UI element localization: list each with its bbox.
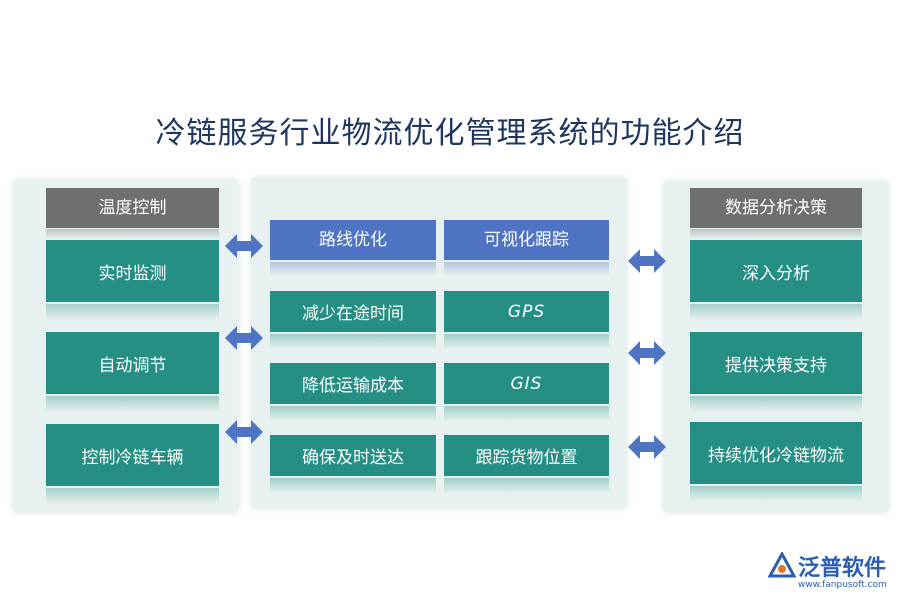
- left-item-1: 实时监测: [46, 240, 219, 302]
- left-item-1-reflection: [46, 304, 219, 320]
- middle-col1-item-2-reflection: [270, 406, 436, 422]
- double-arrow-icon: [225, 326, 263, 350]
- right-item-1: 深入分析: [690, 240, 862, 302]
- right-item-3-reflection: [690, 486, 862, 502]
- middle-header-route: 路线优化: [270, 220, 436, 260]
- double-arrow-icon: [225, 234, 263, 258]
- left-item-2-reflection: [46, 396, 219, 412]
- middle-col2-item-3-reflection: [444, 478, 609, 494]
- logo-name: 泛普软件: [798, 556, 887, 581]
- middle-header-tracking-reflection: [444, 262, 609, 276]
- middle-col2-item-1: GPS: [444, 291, 609, 332]
- middle-col2-item-2-reflection: [444, 406, 609, 422]
- middle-col1-item-3: 确保及时送达: [270, 435, 436, 476]
- middle-col2-item-1-reflection: [444, 334, 609, 350]
- double-arrow-icon: [628, 435, 666, 459]
- middle-header-route-reflection: [270, 262, 436, 276]
- double-arrow-icon: [628, 249, 666, 273]
- logo-mark-icon: [768, 552, 796, 578]
- right-header-reflection: [690, 229, 862, 239]
- left-header: 温度控制: [46, 188, 219, 228]
- double-arrow-icon: [628, 341, 666, 365]
- middle-col1-item-2: 降低运输成本: [270, 363, 436, 404]
- double-arrow-icon: [225, 420, 263, 444]
- left-item-3-reflection: [46, 488, 219, 504]
- left-item-2: 自动调节: [46, 332, 219, 394]
- right-header: 数据分析决策: [690, 188, 862, 228]
- middle-col2-item-2: GIS: [444, 363, 609, 404]
- middle-col1-item-1-reflection: [270, 334, 436, 350]
- left-item-3: 控制冷链车辆: [46, 424, 219, 486]
- middle-col1-item-3-reflection: [270, 478, 436, 494]
- right-item-1-reflection: [690, 304, 862, 320]
- middle-header-tracking: 可视化跟踪: [444, 220, 609, 260]
- right-item-2: 提供决策支持: [690, 332, 862, 394]
- logo-url: www.fanpusoft.com: [798, 580, 887, 590]
- brand-logo: 泛普软件 www.fanpusoft.com: [768, 548, 898, 596]
- left-header-reflection: [46, 229, 219, 239]
- right-item-2-reflection: [690, 396, 862, 412]
- middle-col1-item-1: 减少在途时间: [270, 291, 436, 332]
- right-item-3: 持续优化冷链物流: [690, 422, 862, 484]
- middle-col2-item-3: 跟踪货物位置: [444, 435, 609, 476]
- page-title: 冷链服务行业物流优化管理系统的功能介绍: [155, 116, 745, 151]
